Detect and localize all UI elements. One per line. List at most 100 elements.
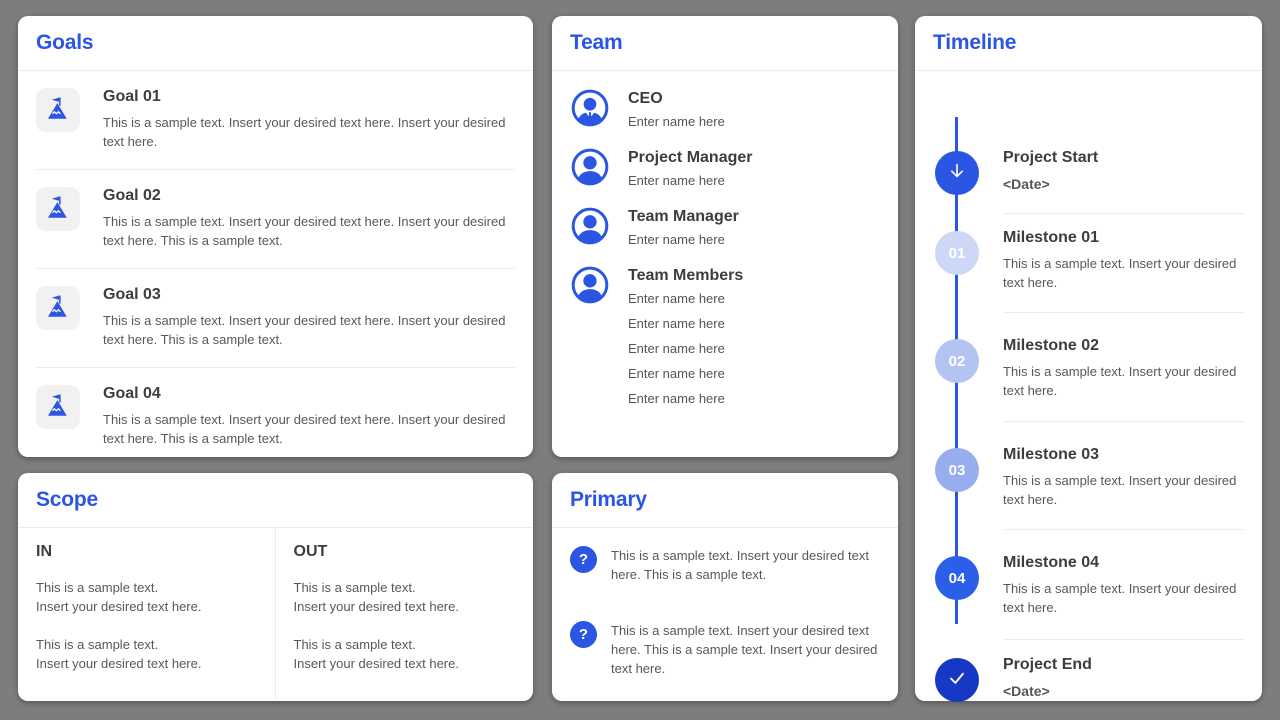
team-member-name: Enter name here — [628, 114, 725, 129]
timeline-entry-date: <Date> — [1003, 176, 1050, 192]
timeline-divider — [1003, 529, 1244, 530]
scope-in-header: IN — [36, 543, 52, 560]
timeline-entry-text: This is a sample text. Insert your desir… — [1003, 364, 1237, 398]
timeline-entry-title: Project End — [1003, 656, 1092, 673]
goal-item: Goal 04 This is a sample text. Insert yo… — [36, 368, 515, 466]
timeline-entry-title: Milestone 04 — [1003, 554, 1100, 571]
primary-item: ? This is a sample text. Insert your des… — [570, 621, 880, 678]
check-icon — [944, 665, 970, 695]
timeline-divider — [1003, 421, 1244, 422]
goal-title: Goal 01 — [103, 88, 161, 105]
timeline-entry-milestone: Milestone 01 This is a sample text. Inse… — [1003, 229, 1250, 292]
question-mark-icon: ? — [570, 621, 597, 648]
person-suit-icon — [570, 88, 610, 128]
team-role-title: Project Manager — [628, 149, 753, 166]
scope-columns: IN This is a sample text. Insert your de… — [18, 528, 533, 700]
goal-description: This is a sample text. Insert your desir… — [103, 313, 506, 347]
timeline-entry-title: Milestone 01 — [1003, 229, 1100, 246]
goal-title: Goal 03 — [103, 286, 161, 303]
team-member-name: Enter name here — [628, 173, 725, 188]
timeline-entry-title: Milestone 03 — [1003, 446, 1100, 463]
milestone-04-badge: 04 — [935, 556, 979, 600]
timeline-divider — [1003, 312, 1244, 313]
timeline-card: Timeline Project Start <Date> 01 Milesto… — [915, 16, 1262, 702]
team-member-name: Enter name here — [628, 291, 725, 306]
goal-title: Goal 04 — [103, 385, 161, 402]
primary-card: Primary ? This is a sample text. Insert … — [552, 473, 898, 701]
mountain-flag-icon — [36, 187, 80, 231]
person-icon — [570, 265, 610, 305]
team-member-name: Enter name here — [628, 232, 725, 247]
goal-item: Goal 01 This is a sample text. Insert yo… — [36, 71, 515, 170]
primary-list: ? This is a sample text. Insert your des… — [552, 546, 898, 678]
goals-list: Goal 01 This is a sample text. Insert yo… — [18, 71, 533, 466]
team-role-title: Team Manager — [628, 208, 739, 225]
project-start-badge — [935, 151, 979, 195]
timeline-body: Project Start <Date> 01 Milestone 01 Thi… — [915, 71, 1262, 702]
team-row-team-manager: Team Manager Enter name here — [570, 189, 880, 248]
scope-in-paragraph: This is a sample text. Insert your desir… — [36, 637, 202, 671]
goal-description: This is a sample text. Insert your desir… — [103, 214, 506, 248]
arrow-down-icon — [944, 158, 970, 188]
scope-out-paragraph: This is a sample text. Insert your desir… — [293, 580, 459, 614]
timeline-entry-text: This is a sample text. Insert your desir… — [1003, 581, 1237, 615]
timeline-divider — [1003, 213, 1244, 214]
goal-description: This is a sample text. Insert your desir… — [103, 412, 506, 446]
team-row-team-members: Team Members Enter name here Enter name … — [570, 248, 880, 407]
primary-card-header: Primary — [552, 473, 898, 528]
mountain-flag-icon — [36, 385, 80, 429]
person-icon — [570, 206, 610, 246]
scope-in-paragraph: This is a sample text. Insert your desir… — [36, 580, 202, 614]
primary-card-title: Primary — [570, 488, 647, 511]
mountain-flag-icon — [36, 88, 80, 132]
project-end-badge — [935, 658, 979, 702]
team-list: CEO Enter name here Project Manager Ente… — [552, 71, 898, 407]
timeline-entry-title: Project Start — [1003, 149, 1099, 166]
milestone-03-badge: 03 — [935, 448, 979, 492]
timeline-entry-end: Project End <Date> — [1003, 656, 1250, 699]
scope-out-paragraph: This is a sample text. Insert your desir… — [293, 637, 459, 671]
timeline-entry-start: Project Start <Date> — [1003, 149, 1250, 192]
goal-title: Goal 02 — [103, 187, 161, 204]
goal-item: Goal 03 This is a sample text. Insert yo… — [36, 269, 515, 368]
timeline-entry-text: This is a sample text. Insert your desir… — [1003, 473, 1237, 507]
primary-item-text: This is a sample text. Insert your desir… — [611, 548, 869, 582]
team-card-title: Team — [570, 31, 623, 54]
timeline-entry-milestone: Milestone 02 This is a sample text. Inse… — [1003, 337, 1250, 400]
question-mark-icon: ? — [570, 546, 597, 573]
milestone-01-badge: 01 — [935, 231, 979, 275]
goals-card: Goals Goal 01 This is a sample text. Ins… — [18, 16, 533, 457]
goals-card-header: Goals — [18, 16, 533, 71]
timeline-entry-date: <Date> — [1003, 683, 1050, 699]
team-row-project-manager: Project Manager Enter name here — [570, 130, 880, 189]
team-member-name: Enter name here — [628, 316, 725, 331]
scope-card-header: Scope — [18, 473, 533, 528]
mountain-flag-icon — [36, 286, 80, 330]
team-member-name: Enter name here — [628, 341, 725, 356]
timeline-divider — [1003, 639, 1244, 640]
goal-item: Goal 02 This is a sample text. Insert yo… — [36, 170, 515, 269]
timeline-entry-milestone: Milestone 03 This is a sample text. Inse… — [1003, 446, 1250, 509]
goal-description: This is a sample text. Insert your desir… — [103, 115, 506, 149]
scope-out-header: OUT — [293, 543, 328, 560]
team-member-name: Enter name here — [628, 366, 725, 381]
scope-card: Scope IN This is a sample text. Insert y… — [18, 473, 533, 701]
team-row-ceo: CEO Enter name here — [570, 71, 880, 130]
team-role-title: CEO — [628, 90, 663, 107]
timeline-entry-text: This is a sample text. Insert your desir… — [1003, 256, 1237, 290]
timeline-entry-title: Milestone 02 — [1003, 337, 1100, 354]
milestone-02-badge: 02 — [935, 339, 979, 383]
person-icon — [570, 147, 610, 187]
team-role-title: Team Members — [628, 267, 744, 284]
primary-item-text: This is a sample text. Insert your desir… — [611, 623, 878, 676]
scope-card-title: Scope — [36, 488, 99, 511]
team-card: Team CEO Enter name here Project Manager… — [552, 16, 898, 457]
team-card-header: Team — [552, 16, 898, 71]
timeline-card-title: Timeline — [933, 31, 1017, 54]
timeline-card-header: Timeline — [915, 16, 1262, 71]
timeline-entry-milestone: Milestone 04 This is a sample text. Inse… — [1003, 554, 1250, 617]
goals-card-title: Goals — [36, 31, 94, 54]
primary-item: ? This is a sample text. Insert your des… — [570, 546, 880, 584]
scope-in-column: IN This is a sample text. Insert your de… — [18, 528, 276, 700]
